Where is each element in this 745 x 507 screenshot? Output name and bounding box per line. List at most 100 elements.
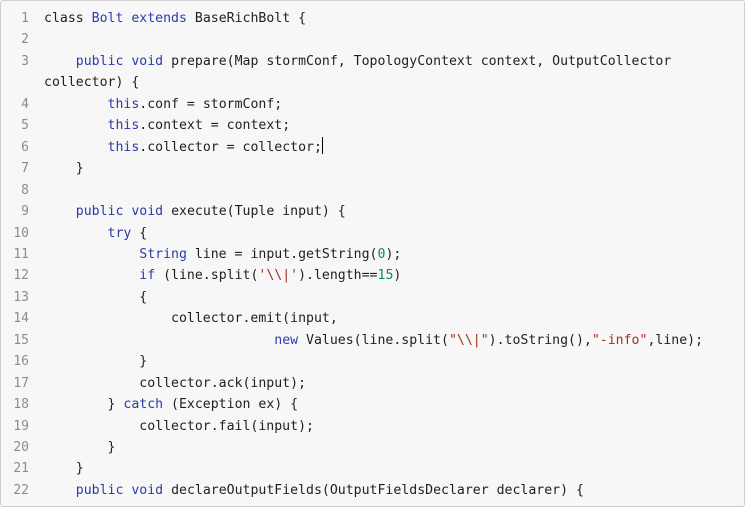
code-token: { [131,225,148,241]
code-token: '\\|' [258,268,299,284]
code-token: "\\|" [448,332,489,348]
line-number: 21 [13,461,29,477]
code-token: public [75,204,124,220]
code-token: new [274,332,299,348]
code-token: this [107,139,140,155]
code-line[interactable]: try { [44,223,148,244]
code-token: class [44,11,92,26]
code-token: ) [393,268,402,284]
line-number: 1 [21,11,29,26]
line-number: 12 [13,268,29,284]
line-number: 19 [13,418,29,434]
code-token: } [44,440,116,455]
code-token: void [131,53,164,69]
code-token: declareOutputFields(OutputFieldsDeclarer… [163,482,584,498]
code-token [44,118,108,133]
code-token: String [139,246,187,262]
line-number: 22 [13,482,29,498]
code-token: ); [385,246,402,262]
code-token: Values(line.split( [298,332,449,348]
line-number: 5 [21,118,29,134]
code-line[interactable]: } [44,458,84,479]
code-token: extends [131,11,187,26]
line-number: 17 [13,375,29,391]
line-number: 18 [13,397,29,413]
line-number: 3 [21,53,29,69]
code-token: 15 [377,268,394,284]
code-token: public [75,53,124,69]
code-token: } [44,354,148,370]
code-line[interactable]: collector.emit(input, [44,308,338,329]
line-number: 7 [21,161,29,177]
code-token: BaseRichBolt { [186,11,307,26]
code-token [44,97,108,112]
code-token: collector.emit(input, [44,311,338,327]
code-line[interactable]: } [44,351,147,372]
code-token [44,140,108,155]
code-line[interactable]: public void declareOutputFields(OutputFi… [44,480,584,501]
code-token: { [44,289,148,305]
code-token: "-info" [591,332,648,348]
code-token: this [107,118,140,134]
line-number: 14 [13,311,29,327]
code-token: execute(Tuple input) { [163,204,346,220]
code-token: 0 [377,246,386,262]
code-line[interactable]: collector.fail(input); [44,416,314,437]
code-token [44,483,76,498]
code-token: try [107,225,132,241]
code-line[interactable]: collector) { [44,72,139,93]
code-token: prepare(Map stormConf, TopologyContext c… [163,53,672,69]
code-token [44,268,139,283]
code-line[interactable]: collector.ack(input); [44,373,306,394]
code-token: this [107,96,140,112]
code-token: collector) { [44,75,140,91]
code-token: catch [123,397,164,413]
code-line[interactable]: { [44,287,147,308]
code-token: (Exception ex) { [163,397,299,413]
code-token: ,line); [647,332,704,348]
code-token: ).length== [298,268,378,284]
line-number: 13 [13,289,29,305]
line-number: 20 [13,440,29,455]
text-cursor [321,136,323,154]
code-token: .collector = collector; [139,139,322,155]
code-line[interactable]: public void execute(Tuple input) { [44,201,346,222]
line-number: 4 [21,96,29,112]
code-line[interactable]: this.collector = collector; [44,136,323,158]
code-line[interactable]: } catch (Exception ex) { [44,394,299,415]
code-line[interactable]: this.conf = stormConf; [44,94,283,115]
code-line[interactable]: if (line.split('\\|').length==15) [44,265,401,286]
code-token: } [44,397,124,413]
line-number: 15 [13,332,29,348]
line-number: 6 [21,139,29,155]
code-line[interactable]: String line = input.getString(0); [44,244,401,265]
code-token: .context = context; [139,118,291,134]
code-token: ).toString(), [488,332,592,348]
code-token [44,54,76,69]
code-line[interactable]: public void prepare(Map stormConf, Topol… [44,51,672,72]
code-token: line = input.getString( [186,246,378,262]
code-token: collector.ack(input); [44,375,307,391]
line-number: 10 [13,225,29,241]
code-line[interactable]: } [44,437,116,458]
code-line[interactable]: } [44,158,84,179]
code-token: (line.split( [155,268,259,284]
line-number: 11 [13,246,29,262]
code-line[interactable]: new Values(line.split("\\|").toString(),… [44,330,703,351]
code-token: collector.fail(input); [44,418,314,434]
code-token: void [131,482,164,498]
line-number: 16 [13,354,29,370]
code-token: void [131,204,164,220]
line-number: 2 [21,32,29,48]
code-token: public [75,482,124,498]
code-line[interactable]: class Bolt extends BaseRichBolt { [44,8,306,29]
code-token: } [44,161,84,177]
code-token: } [44,461,84,477]
code-token: if [139,268,156,284]
code-token [44,204,76,219]
line-number: 9 [21,204,29,220]
code-token: Bolt [91,11,124,26]
code-line[interactable]: this.context = context; [44,115,291,136]
